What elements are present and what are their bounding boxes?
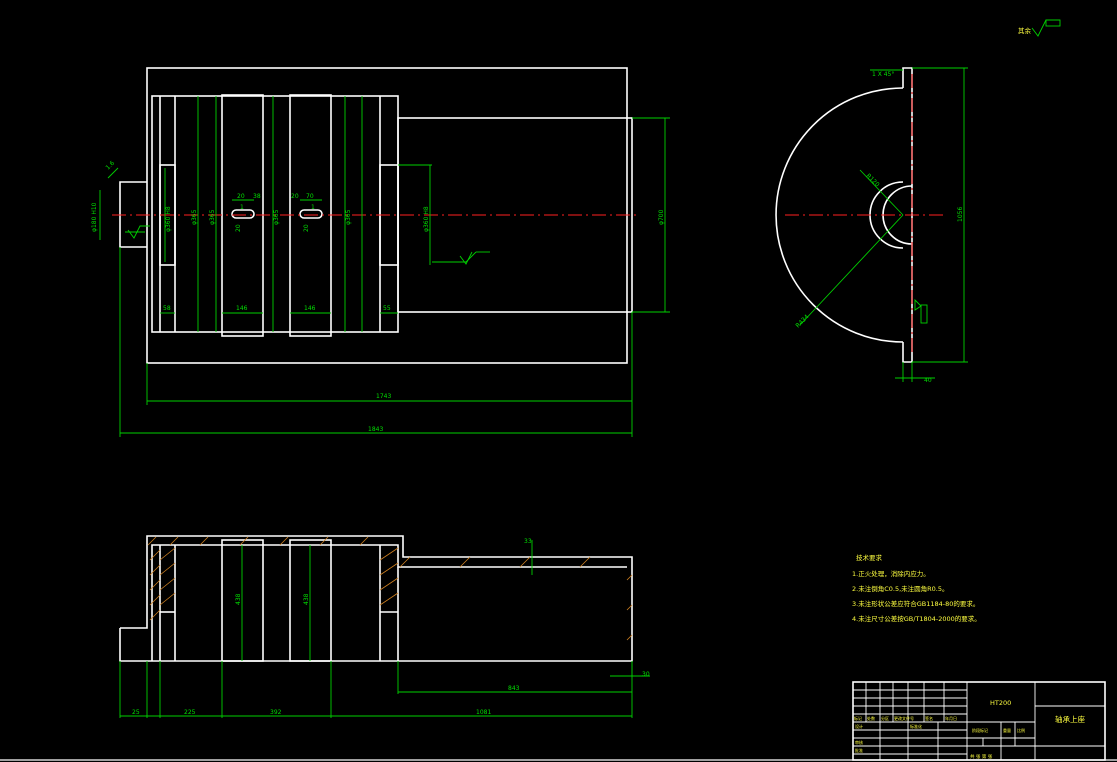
tb-ratio: 比例 [1017,727,1025,733]
tb-approve: 批准 [855,747,863,753]
tb-sheet: 共 张 第 张 [970,753,993,760]
dim-438a: 438 [235,593,242,605]
tb-row-label-1: 标记 [854,715,862,721]
tb-weight: 重量 [1003,727,1011,733]
tech-note-1: 1.正火处理，消除内应力。 [852,569,930,578]
dim-1056: 1056 [957,207,964,222]
dim-slot-w1: 20 [237,193,245,200]
dim-chamfer-45: 1 X 45° [872,71,894,78]
dim-25: 25 [132,709,140,716]
dim-bore-2: φ365 [209,209,216,225]
section-view: 25 225 392 1081 843 30 33 438 438 [119,535,650,718]
dim-width-146b: 146 [304,305,316,312]
dim-392: 392 [270,709,282,716]
dim-shaft: φ180 H10 [91,202,98,232]
roughness-symbol-mid [459,251,473,265]
dim-225: 225 [184,709,196,716]
dim-1743: 1743 [376,393,391,400]
dim-438b: 438 [303,593,310,605]
dim-843: 843 [508,685,520,692]
tb-design: 设计 [855,723,863,729]
roughness-note-top-right: 其余 [1018,19,1061,37]
dim-bore-3: φ365 [273,209,280,225]
dim-33: 33 [524,538,532,545]
dim-right-bore: φ360 H8 [423,206,430,232]
dim-700: φ700 [658,209,665,225]
dim-slot-h1: 20 [235,224,242,232]
dim-width-58: 58 [163,305,171,312]
dim-30: 30 [642,671,650,678]
dim-width-55: 55 [383,305,391,312]
title-block-part-name: 轴承上座 [1055,714,1085,724]
dim-slot-h2: 20 [303,224,310,232]
tb-stage: 阶段标记 [972,727,988,733]
roughness-rest-label: 其余 [1018,26,1032,35]
dim-bore-4: φ365 [345,209,352,225]
dim-slot-w2: 38 [253,193,261,200]
dim-left-bore: φ360 H8 [165,206,172,232]
dim-chamfer-left: 1.6 [104,160,116,172]
section-outline [119,535,633,662]
section-dimension-lines [119,540,650,718]
section-rib-1 [221,539,264,662]
tb-row-label-3: 分区 [881,715,889,721]
side-view: 1 X 45° R120 R434 1056 40 [775,67,968,384]
dim-1843: 1843 [368,426,383,433]
dim-slot-c1: 1 [240,204,244,211]
top-view-slot-2 [299,209,323,219]
side-view-dimension-lines [799,67,968,382]
top-view-dimension-lines [99,96,670,437]
tech-note-3: 3.未注形状公差应符合GB1184-80的要求。 [852,599,979,608]
dim-r120: R120 [865,172,881,188]
dim-slot-w3: 20 [291,193,299,200]
dim-slot-w4: 70 [306,193,314,200]
top-view-slot-1 [231,209,255,219]
top-view: 1743 1843 φ180 H10 φ360 H8 φ365 φ365 φ36… [91,67,670,437]
dim-bore-1: φ365 [191,209,198,225]
dim-1081: 1081 [476,709,491,716]
tech-note-2: 2.未注倒角C0.5,未注圆角R0.5。 [852,584,949,593]
tb-row-label-6: 年月日 [945,715,957,721]
technical-requirements: 技术要求 1.正火处理，消除内应力。 2.未注倒角C0.5,未注圆角R0.5。 … [852,553,981,623]
tb-row-label-2: 处数 [867,715,875,721]
tb-row-label-5: 签名 [925,715,933,721]
dim-40: 40 [924,377,932,384]
tb-row-label-4: 更改文件号 [894,715,914,721]
tb-std: 标准化 [910,723,922,729]
tb-audit: 审核 [855,739,863,745]
tech-notes-title: 技术要求 [856,553,883,562]
tech-note-4: 4.未注尺寸公差按GB/T1804-2000的要求。 [852,614,981,623]
side-view-outer-arc [775,87,904,343]
title-block: HT200 轴承上座 标记 处数 分区 更改文件号 签名 年月日 设计 标准化 … [852,681,1106,761]
title-block-material: HT200 [990,699,1011,707]
dim-width-146a: 146 [236,305,248,312]
section-rib-2 [289,539,332,662]
section-hatching [147,536,633,641]
dim-slot-c2: 1 [311,204,315,211]
roughness-symbol-left [127,225,150,239]
